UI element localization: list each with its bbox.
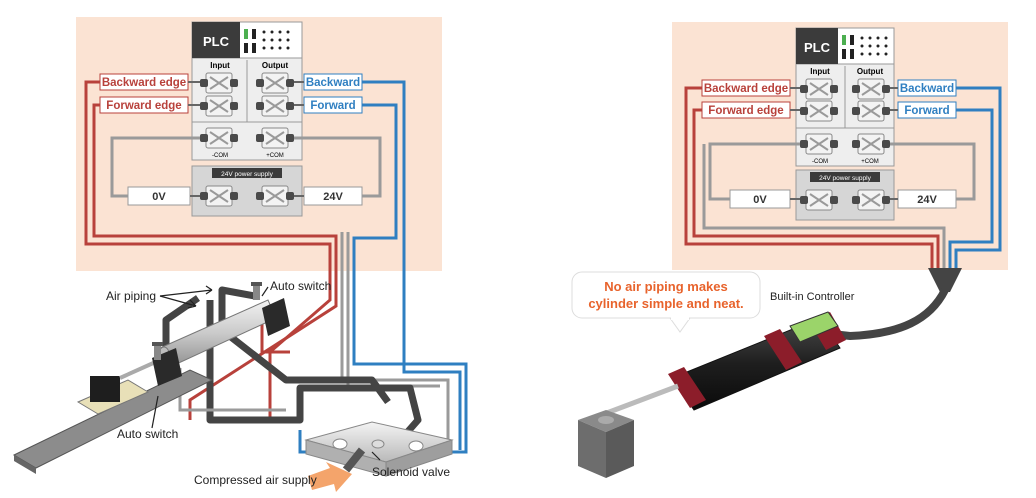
right-cable	[831, 288, 949, 341]
left-solenoid-valve-label: Solenoid valve	[372, 465, 450, 479]
left-output-label: Output	[262, 61, 289, 70]
right-backward-box: Backward	[897, 79, 957, 97]
left-diagram: PLC Input Output -COM +COM 24V power sup…	[12, 17, 468, 492]
right-diagram: PLC Input Output -COM +COM 24V power sup…	[571, 22, 1008, 478]
left-power-supply-label: 24V power supply	[221, 171, 273, 178]
left-plc-leds	[244, 29, 290, 53]
left-gray-wire	[110, 136, 200, 198]
left-backward-box: Backward	[303, 73, 363, 91]
right-electric-cylinder	[603, 311, 846, 417]
svg-text:Forward: Forward	[310, 100, 355, 112]
right-plc-leds	[842, 35, 888, 59]
left-com-minus: -COM	[212, 153, 228, 159]
left-compressed-air-label: Compressed air supply	[194, 473, 317, 487]
right-output-label: Output	[857, 67, 884, 76]
left-auto-switch-top	[251, 282, 262, 300]
right-com-plus: +COM	[861, 159, 879, 165]
left-air-supply-arrow	[308, 462, 352, 492]
left-com-plus: +COM	[266, 153, 284, 159]
right-blue-wire	[954, 86, 1002, 270]
left-24v-box: 24V	[303, 186, 363, 206]
left-forward-edge-box: Forward edge	[99, 96, 189, 114]
left-0v-box: 0V	[127, 186, 191, 206]
right-input-label: Input	[810, 67, 830, 76]
right-speech-bubble: No air piping makes cylinder simple and …	[571, 271, 761, 333]
right-controller-display	[789, 311, 839, 343]
svg-text:Backward edge: Backward edge	[102, 77, 186, 89]
right-plc-label: PLC	[804, 40, 831, 55]
right-com-minus: -COM	[812, 159, 828, 165]
svg-text:Forward edge: Forward edge	[708, 105, 783, 117]
right-forward-edge-box: Forward edge	[701, 101, 791, 119]
right-builtin-controller-label: Built-in Controller	[770, 291, 855, 303]
left-air-supply-pipe	[342, 447, 366, 473]
svg-text:Forward: Forward	[904, 105, 949, 117]
svg-text:Forward edge: Forward edge	[106, 100, 181, 112]
right-backward-edge-box: Backward edge	[701, 79, 791, 97]
svg-text:0V: 0V	[152, 191, 166, 203]
left-plc-label: PLC	[203, 34, 230, 49]
bubble-line-1: No air piping makes	[604, 279, 728, 294]
left-forward-box: Forward	[303, 96, 363, 114]
left-blue-wire	[362, 80, 462, 450]
right-power-supply-label: 24V power supply	[819, 175, 871, 182]
left-auto-switch-bottom-label: Auto switch	[117, 427, 178, 441]
right-gray-wire	[708, 142, 800, 201]
left-backward-edge-box: Backward edge	[99, 73, 189, 91]
svg-text:Backward: Backward	[900, 83, 954, 95]
right-load-block	[578, 410, 634, 478]
svg-text:24V: 24V	[323, 191, 343, 203]
left-auto-switch-top-label: Auto switch	[270, 279, 331, 293]
svg-text:Backward edge: Backward edge	[704, 83, 788, 95]
right-red-wire	[684, 86, 934, 270]
left-auto-switch-bottom	[152, 342, 163, 360]
bubble-line-2: cylinder simple and neat.	[588, 296, 743, 311]
left-solenoid-valve	[304, 421, 454, 477]
svg-text:0V: 0V	[753, 194, 767, 206]
left-air-piping	[206, 300, 422, 439]
right-forward-box: Forward	[897, 101, 957, 119]
right-0v-box: 0V	[729, 189, 791, 209]
left-air-piping-label: Air piping	[106, 289, 156, 303]
right-cable-funnel	[928, 268, 962, 292]
svg-text:24V: 24V	[917, 194, 937, 206]
right-24v-box: 24V	[897, 189, 957, 209]
left-input-label: Input	[210, 61, 230, 70]
left-motor-block	[90, 376, 120, 402]
svg-text:Backward: Backward	[306, 77, 360, 89]
